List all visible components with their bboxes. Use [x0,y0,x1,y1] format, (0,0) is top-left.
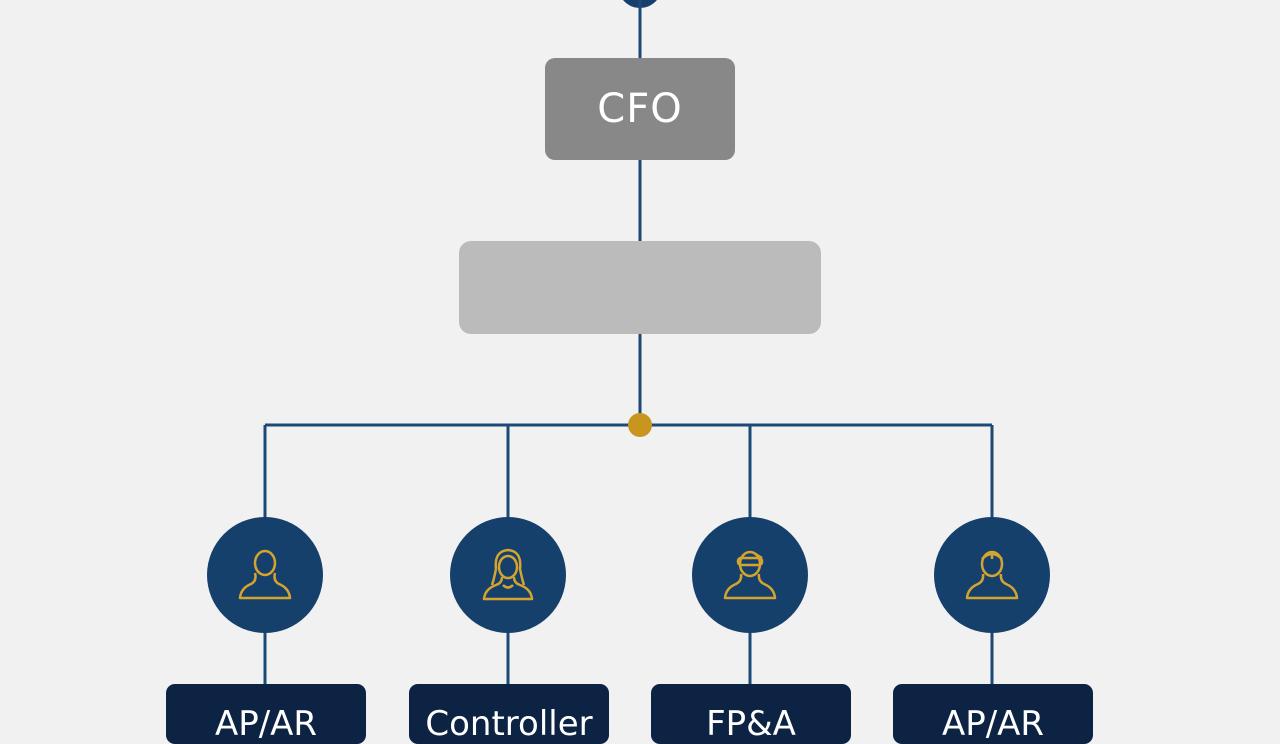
junction-dot [628,413,652,437]
team-label-2[interactable]: Controller [409,684,609,744]
team-avatar-3[interactable] [692,517,808,633]
team-label-2-text: Controller [425,704,593,744]
person-icon [238,549,292,600]
team-avatar-2[interactable] [450,517,566,633]
team-label-3-text: FP&A [706,704,796,744]
cfo-node-label: CFO [597,86,683,132]
team-avatar-4[interactable] [934,517,1050,633]
team-label-1[interactable]: AP/AR [166,684,366,744]
team-label-4-text: AP/AR [941,704,1045,744]
team-label-3[interactable]: FP&A [651,684,851,744]
connector-lines [263,0,994,686]
team-avatar-1[interactable] [207,517,323,633]
person-woman-icon [482,548,534,601]
team-label-4[interactable]: AP/AR [893,684,1093,744]
person-visor-icon [723,550,777,600]
team-label-1-text: AP/AR [214,704,318,744]
middle-node[interactable] [459,241,821,334]
person-cap-icon [965,550,1019,600]
cfo-node[interactable]: CFO [545,58,735,160]
